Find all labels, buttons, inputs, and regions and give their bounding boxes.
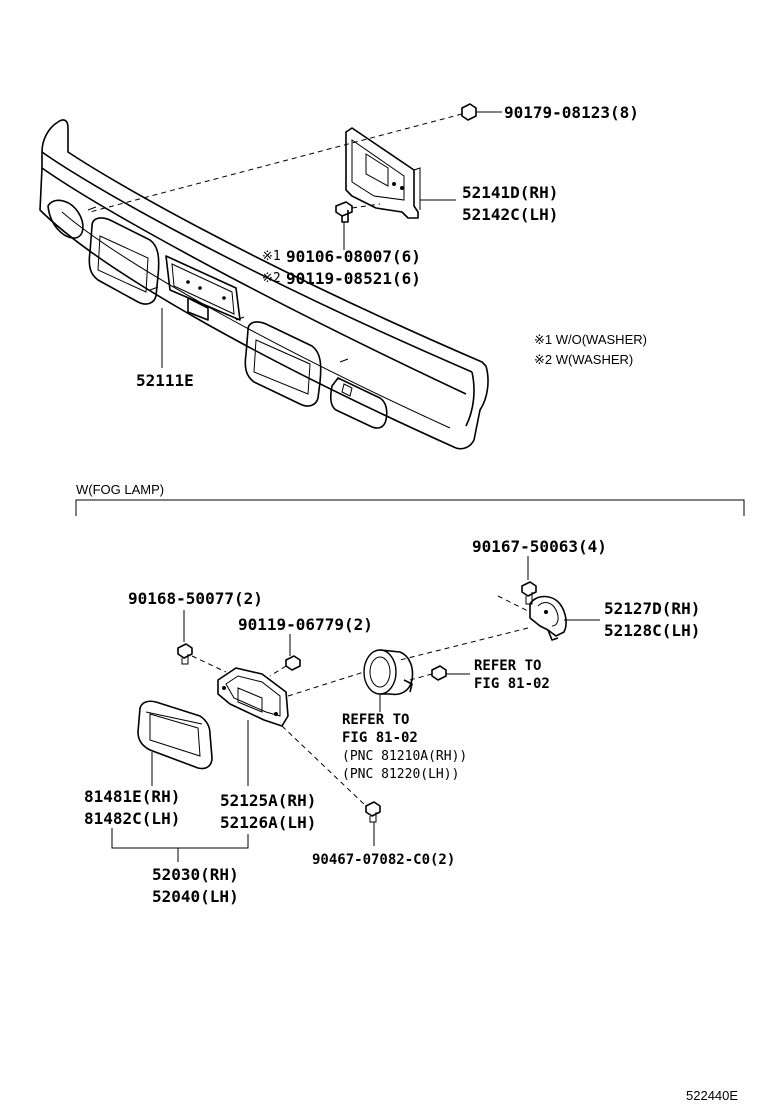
section-frame — [75, 499, 745, 516]
screw-left-icon — [177, 643, 193, 665]
part-number-nut: 90179-08123(8) — [504, 103, 639, 122]
part-number-housing-rh: 52125A(RH) — [220, 791, 316, 810]
part-number-cover-lh: 81482C(LH) — [84, 809, 180, 828]
fog-lamp-cover — [137, 700, 213, 770]
screw-bottom-icon — [365, 801, 381, 823]
refer-2-line-1: REFER TO — [342, 712, 409, 728]
screw-icon — [521, 581, 537, 605]
note-washer-2: ※2 W(WASHER) — [534, 352, 633, 367]
fog-lamp-bracket — [529, 595, 567, 641]
front-bumper — [39, 119, 489, 450]
refer-1-line-1: REFER TO — [474, 658, 541, 674]
refer-2-line-4: (PNC 81220(LH)) — [342, 767, 459, 782]
bolt-icon — [335, 201, 353, 223]
part-number-screw-mid: 90119-06779(2) — [238, 615, 373, 634]
lamp-screw-icon — [431, 665, 447, 681]
assembly-bracket-line — [111, 828, 249, 849]
part-number-assembly-lh: 52040(LH) — [152, 887, 239, 906]
part-number-screw-left: 90168-50077(2) — [128, 589, 263, 608]
part-number-bolt-1: 90106-08007(6) — [286, 247, 421, 266]
part-number-bracket-lh: 52142C(LH) — [462, 205, 558, 224]
part-number-fog-bracket-rh: 52127D(RH) — [604, 599, 700, 618]
section-title: W(FOG LAMP) — [76, 482, 164, 497]
part-number-housing-lh: 52126A(LH) — [220, 813, 316, 832]
part-number-cover-rh: 81481E(RH) — [84, 787, 180, 806]
part-number-bracket-rh: 52141D(RH) — [462, 183, 558, 202]
part-number-fog-bracket-lh: 52128C(LH) — [604, 621, 700, 640]
refer-2-line-3: (PNC 81210A(RH)) — [342, 749, 467, 764]
refer-2-line-2: FIG 81-02 — [342, 730, 418, 746]
part-number-assembly-rh: 52030(RH) — [152, 865, 239, 884]
bumper-bracket — [345, 127, 421, 219]
fog-lamp-unit — [363, 649, 414, 696]
part-number-screw-bottom: 90467-07082-C0(2) — [312, 852, 455, 868]
screw-mid-icon — [285, 655, 301, 671]
mark-1: ※1 — [262, 249, 281, 264]
note-washer-1: ※1 W/O(WASHER) — [534, 332, 647, 347]
part-number-screw-top: 90167-50063(4) — [472, 537, 607, 556]
part-number-bolt-2: 90119-08521(6) — [286, 269, 421, 288]
fog-lamp-housing — [217, 667, 289, 727]
refer-1-line-2: FIG 81-02 — [474, 676, 550, 692]
part-number-bumper: 52111E — [136, 371, 194, 390]
diagram-code: 522440E — [686, 1088, 738, 1103]
mark-2: ※2 — [262, 271, 281, 286]
nut-icon — [461, 103, 477, 121]
